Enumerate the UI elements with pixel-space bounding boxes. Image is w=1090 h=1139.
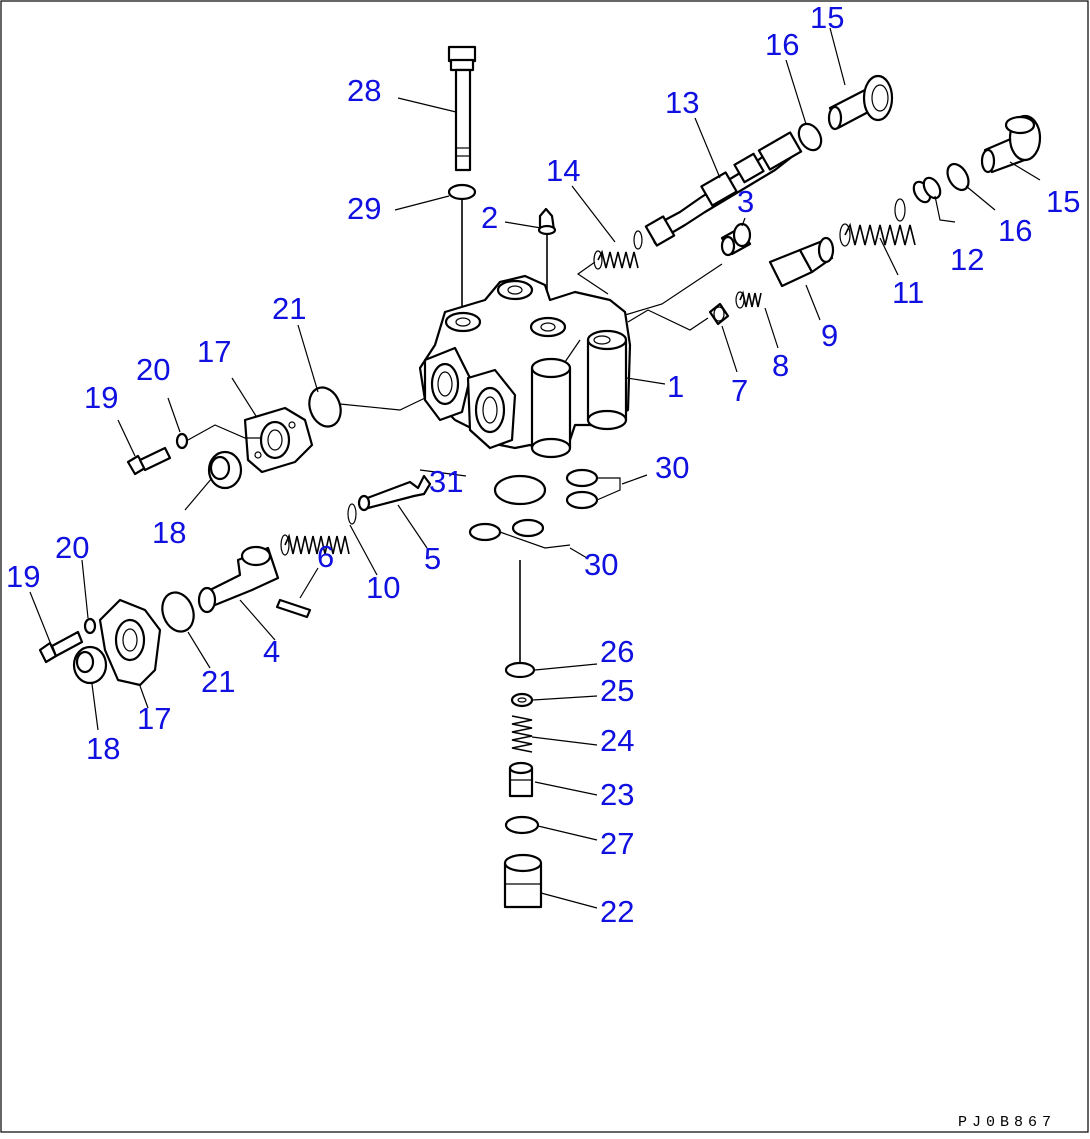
- part-o-ring-31: [493, 474, 547, 506]
- label-14: 14: [546, 153, 580, 188]
- label-18-top: 18: [152, 515, 186, 550]
- part-seat-7: [708, 302, 730, 326]
- part-shims-30-top: [565, 468, 621, 510]
- part-ring-16-top: [797, 122, 823, 152]
- part-flange-17-bottom: [98, 598, 162, 687]
- label-25: 25: [600, 673, 634, 708]
- label-7: 7: [731, 373, 748, 408]
- callout-labels: 28 29 2 14 13 16 15 3 15 16 12 11 9 8 7 …: [6, 0, 1080, 929]
- part-o-ring-21-top: [308, 386, 342, 428]
- label-22: 22: [600, 894, 634, 929]
- part-o-ring-27: [504, 815, 540, 835]
- part-plug-3: [720, 222, 752, 257]
- part-piston-9: [768, 236, 835, 288]
- part-spring-10: [280, 503, 357, 556]
- label-16-top: 16: [765, 27, 799, 62]
- part-bolt-28: [447, 45, 477, 172]
- label-15-top: 15: [810, 0, 844, 35]
- label-20-bottom: 20: [55, 530, 89, 565]
- label-21-top: 21: [272, 291, 306, 326]
- part-spring-11: [839, 198, 916, 247]
- part-poppet-23: [508, 761, 534, 798]
- part-valve-body-1: [418, 274, 632, 459]
- part-bushing-18-bottom: [72, 645, 108, 685]
- label-19-top: 19: [84, 380, 118, 415]
- label-23: 23: [600, 777, 634, 812]
- part-spool-5: [357, 474, 432, 512]
- part-spring-24: [511, 715, 533, 753]
- label-30-mid: 30: [584, 547, 618, 582]
- label-5: 5: [424, 541, 441, 576]
- label-27: 27: [600, 826, 634, 861]
- part-piston-4: [197, 545, 280, 614]
- part-ring-26: [504, 661, 536, 679]
- leader-lines: [29, 27, 1041, 909]
- label-8: 8: [772, 348, 789, 383]
- label-4: 4: [263, 634, 280, 669]
- label-6: 6: [317, 539, 334, 574]
- part-washer-20-top: [175, 432, 189, 450]
- label-29: 29: [347, 191, 381, 226]
- label-2: 2: [481, 200, 498, 235]
- part-shims-30-mid: [468, 518, 571, 549]
- label-18-bottom: 18: [86, 731, 120, 766]
- part-o-ring-21-bottom: [161, 591, 195, 633]
- label-17-bottom: 17: [137, 701, 171, 736]
- label-20-top: 20: [136, 352, 170, 387]
- drawing-code: PJ0B867: [958, 1114, 1056, 1131]
- part-spool-13: [644, 131, 803, 247]
- label-30-top: 30: [655, 450, 689, 485]
- part-washer-29: [447, 183, 477, 201]
- part-plug-22: [503, 853, 543, 909]
- part-plug-15-top: [827, 74, 894, 131]
- label-10: 10: [366, 570, 400, 605]
- label-1: 1: [667, 369, 684, 404]
- label-15-right: 15: [1046, 184, 1080, 219]
- part-plug-2: [537, 207, 557, 236]
- label-31: 31: [429, 464, 463, 499]
- part-bushing-18-top: [207, 450, 243, 490]
- label-17-top: 17: [197, 334, 231, 369]
- label-19-bottom: 19: [6, 559, 40, 594]
- label-13: 13: [665, 85, 699, 120]
- part-washer-25: [510, 692, 534, 708]
- part-bolt-19-top: [126, 446, 172, 476]
- part-plug-15-right: [980, 114, 1042, 174]
- part-pin-6: [275, 598, 312, 619]
- label-16-right: 16: [998, 213, 1032, 248]
- label-24: 24: [600, 723, 634, 758]
- label-12: 12: [950, 242, 984, 277]
- part-rings-12: [912, 176, 942, 204]
- label-3: 3: [737, 184, 754, 219]
- part-ring-16-right: [946, 162, 970, 192]
- part-washer-20-bottom: [83, 617, 97, 635]
- label-26: 26: [600, 634, 634, 669]
- part-bolt-19-bottom: [38, 630, 84, 664]
- part-flange-17-top: [243, 406, 314, 474]
- label-11: 11: [892, 275, 924, 310]
- part-spring-14: [593, 230, 643, 270]
- label-28: 28: [347, 73, 381, 108]
- label-9: 9: [821, 318, 838, 353]
- label-21-bottom: 21: [201, 664, 235, 699]
- part-spring-8: [735, 290, 762, 309]
